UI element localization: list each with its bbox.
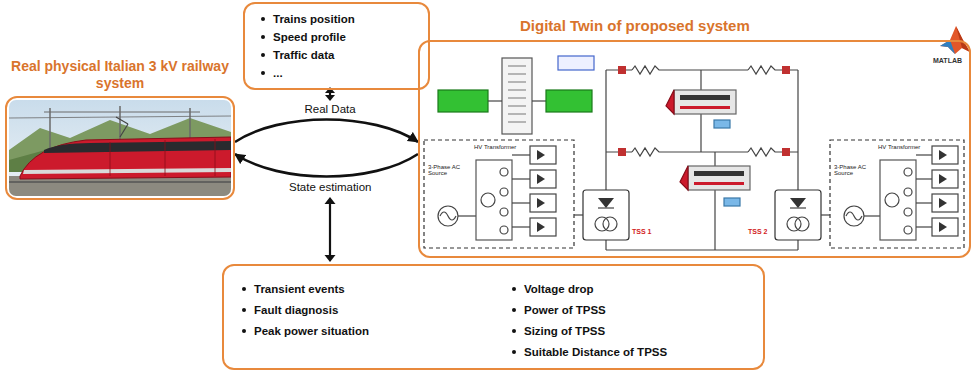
schematic-label: 3-Phase AC Source bbox=[834, 164, 878, 177]
schematic-label: HV Transformer bbox=[878, 144, 920, 150]
edge-label: Real Data bbox=[303, 102, 358, 116]
node-heading: Real physical Italian 3 kV railway syste… bbox=[7, 58, 233, 92]
bullet-dot bbox=[261, 17, 265, 21]
schematic-label: TSS 1 bbox=[632, 228, 651, 235]
bullet-dot bbox=[512, 308, 516, 312]
bullet-dot bbox=[242, 329, 246, 333]
bullet-dot bbox=[242, 308, 246, 312]
node-box: Real physical Italian 3 kV railway syste… bbox=[5, 96, 235, 200]
schematic-label: HV Transformer bbox=[474, 144, 516, 150]
simulink-schematic bbox=[424, 56, 964, 250]
node-box: Trains positionSpeed profileTraffic data… bbox=[243, 2, 430, 90]
bullet-text: Fault diagnosis bbox=[254, 303, 338, 317]
node-box: Transient eventsFault diagnosisPeak powe… bbox=[222, 264, 765, 370]
bullet-dot bbox=[512, 329, 516, 333]
node-heading: Digital Twin of proposed system bbox=[520, 17, 750, 34]
cycle-arrow bbox=[235, 120, 418, 143]
schematic-label: MATLAB bbox=[933, 57, 962, 64]
bullet-text: Voltage drop bbox=[524, 282, 593, 296]
bullet-text: Trains position bbox=[273, 12, 355, 26]
bullet-text: Suitable Distance of TPSS bbox=[524, 345, 667, 359]
bullet-text: ... bbox=[273, 66, 283, 80]
schematic-label: TSS 2 bbox=[748, 228, 767, 235]
bullet-dot bbox=[242, 287, 246, 291]
bullet-dot bbox=[261, 53, 265, 57]
bullet-text: Peak power situation bbox=[254, 324, 369, 338]
bullet-text: Transient events bbox=[254, 282, 345, 296]
edge-label: State estimation bbox=[287, 180, 373, 194]
bullet-text: Traffic data bbox=[273, 48, 334, 62]
bullet-text: Power of TPSS bbox=[524, 303, 606, 317]
bullet-dot bbox=[512, 287, 516, 291]
bullet-text: Speed profile bbox=[273, 30, 346, 44]
bullet-dot bbox=[512, 350, 516, 354]
bullet-text: Sizing of TPSS bbox=[524, 324, 605, 338]
bullet-dot bbox=[261, 35, 265, 39]
bullet-dot bbox=[261, 71, 265, 75]
schematic-label: 3-Phase AC Source bbox=[428, 164, 472, 177]
cycle-arrow bbox=[235, 154, 418, 177]
train-photo bbox=[9, 100, 231, 196]
